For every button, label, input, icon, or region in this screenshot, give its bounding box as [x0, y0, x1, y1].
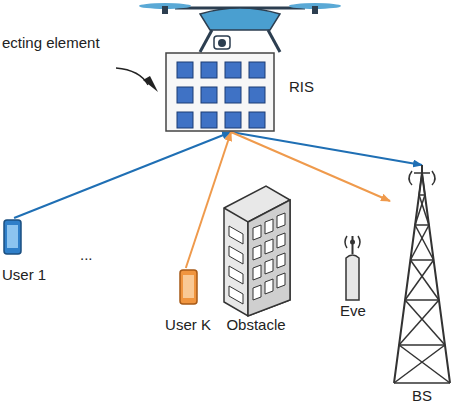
node-label: RIS [289, 78, 314, 96]
node-label: User 1 [2, 266, 46, 284]
node-label: BS [412, 387, 432, 405]
node-icon [390, 165, 454, 385]
node-icon [168, 268, 210, 308]
leader-arrowhead [143, 76, 158, 92]
device-node: User K [165, 268, 217, 334]
device-node: User 1 [2, 218, 50, 284]
node-label: Obstacle [226, 316, 285, 334]
signal-arrow [14, 132, 231, 218]
node-label: User K [165, 316, 211, 334]
leader-line [116, 68, 148, 85]
node-icon [2, 218, 24, 258]
drone [139, 3, 341, 52]
device-node: BS [390, 165, 454, 405]
device-node: Eve [335, 228, 371, 320]
ellipsis-label: ... [80, 246, 93, 264]
node-icon [165, 52, 275, 132]
node-icon [216, 178, 296, 318]
device-node: Obstacle [212, 178, 296, 334]
signal-arrow [231, 132, 390, 201]
element-label: ecting element [2, 34, 100, 52]
node-label: Eve [340, 302, 366, 320]
signal-arrow [231, 132, 422, 165]
ris-panel: RIS [165, 52, 275, 132]
node-icon [335, 228, 371, 302]
